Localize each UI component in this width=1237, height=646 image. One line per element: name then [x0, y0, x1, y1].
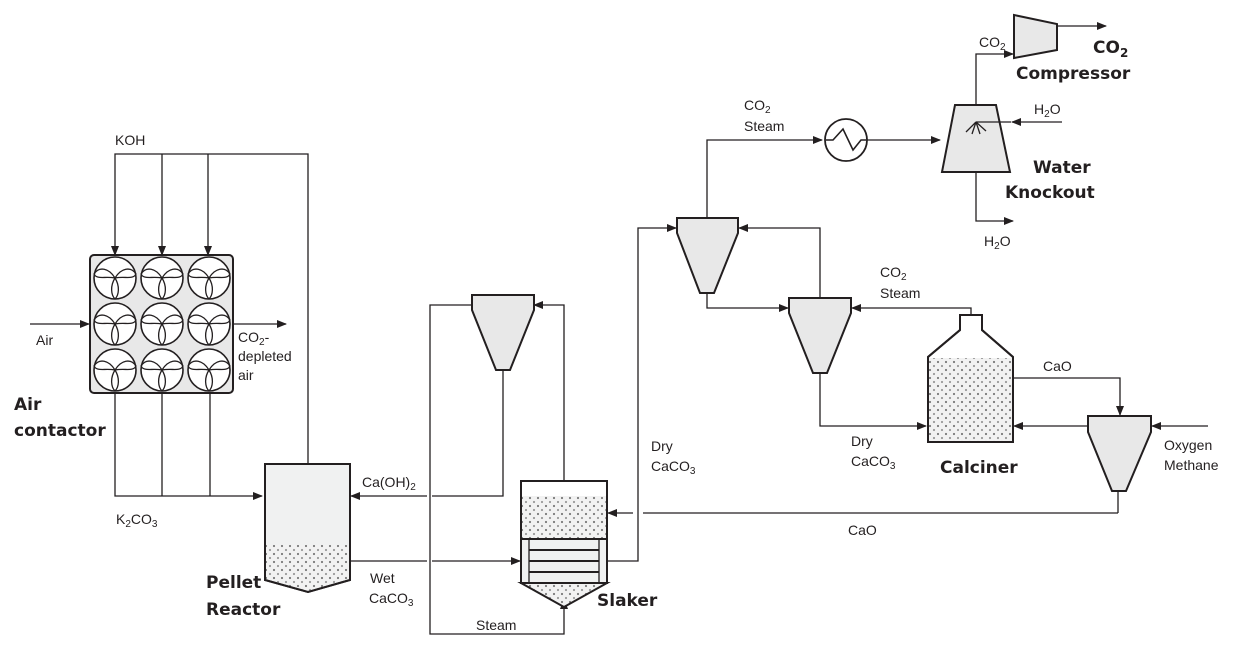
air-contactor-title: Air: [14, 395, 42, 415]
koh-label: KOH: [115, 132, 145, 148]
water-knockout-title: Water: [1033, 158, 1091, 178]
contactor-fan-icon: [187, 302, 231, 346]
h2o-outlet-arrow: [975, 172, 1014, 225]
co2-to-compressor-label: CO2: [979, 34, 1006, 53]
contactor-fan-icon: [93, 302, 137, 346]
contactor-fan-icon: [93, 256, 137, 300]
cyclone-2-overflow: [738, 224, 821, 298]
cyclone-1-underflow: [706, 293, 789, 312]
co2-steam-top-label: CO2: [744, 97, 771, 116]
cao-calciner-label: CaO: [1043, 358, 1072, 374]
k2co3-stream: [114, 393, 263, 500]
wet-caco3-label: CaCO3: [369, 590, 414, 609]
air-contactor-title-line2: contactor: [14, 421, 106, 441]
pellet-bed: [266, 545, 349, 591]
wet-label: Wet: [370, 570, 395, 586]
compressor-title: Compressor: [1016, 64, 1131, 84]
contactor-fan-icon: [187, 348, 231, 392]
steam-slaker-label: Steam: [476, 617, 516, 633]
spray-nozzle-icon: [965, 121, 1011, 135]
air-contactor: [89, 254, 234, 394]
co2-compressor: [1013, 13, 1058, 60]
methane-label: Methane: [1164, 457, 1219, 473]
oxygen-label: Oxygen: [1164, 437, 1212, 453]
dry-caco3-stream-2: [819, 373, 927, 430]
co2-product-title: CO2: [1093, 38, 1128, 60]
heat-exchanger-icon: [824, 118, 868, 162]
calciner-offgas-stream: [851, 304, 972, 315]
calciner: [927, 314, 1014, 443]
h2o-out-label: H2O: [984, 233, 1011, 252]
cao-calciner-stream: [1013, 377, 1124, 416]
contactor-fan-icon: [93, 348, 137, 392]
cyclone-2: [788, 297, 852, 374]
dry-caco3-label-1: CaCO3: [651, 458, 696, 477]
koh-stream: [111, 153, 309, 464]
dry-label-2: Dry: [851, 433, 873, 449]
co2-steam-calciner-label: CO2: [880, 264, 907, 283]
water-knockout: [940, 104, 1012, 173]
contactor-fan-icon: [140, 348, 184, 392]
co2-depleted-label: CO2-: [238, 329, 270, 348]
caoh2-stream: [432, 370, 504, 497]
co2-to-compressor-stream: [975, 50, 1014, 105]
cyclone-3: [1087, 415, 1152, 492]
air-out-label: air: [238, 367, 254, 383]
contactor-fan-icon: [187, 256, 231, 300]
cao-return-label: CaO: [848, 522, 877, 538]
water-knockout-title-line2: Knockout: [1005, 183, 1095, 203]
co2-steam-top-stream: [706, 136, 823, 218]
dry-label-1: Dry: [651, 438, 673, 454]
pellet-reactor-title: Pellet: [206, 573, 261, 593]
pellet-reactor: [264, 463, 351, 594]
calciner-title: Calciner: [940, 458, 1018, 478]
depleted-label: depleted: [238, 348, 292, 364]
pellet-reactor-title-line2: Reactor: [206, 600, 281, 620]
slaker-vapor-stream: [533, 301, 565, 481]
air-label: Air: [36, 332, 53, 348]
steam-top-label: Steam: [744, 118, 784, 134]
contactor-fan-icon: [140, 256, 184, 300]
dry-caco3-stream-1: [607, 224, 677, 562]
h2o-in-label: H2O: [1034, 101, 1061, 120]
slaker-cyclone: [471, 294, 535, 371]
slaker: [517, 480, 611, 609]
slaker-title: Slaker: [597, 591, 658, 611]
steam-calciner-label: Steam: [880, 285, 920, 301]
dry-caco3-label-2: CaCO3: [851, 453, 896, 472]
k2co3-label: K2CO3: [116, 511, 158, 530]
caoh2-label: Ca(OH)2: [362, 474, 416, 493]
cyclone-1: [676, 217, 739, 294]
steam-stream: [429, 304, 568, 635]
contactor-fan-icon: [140, 302, 184, 346]
